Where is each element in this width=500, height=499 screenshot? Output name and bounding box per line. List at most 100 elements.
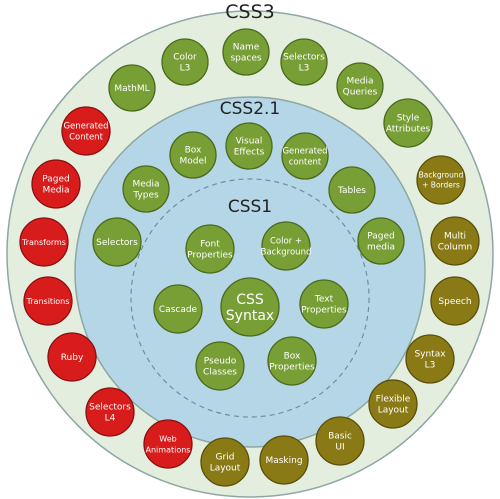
module-speech[interactable]: Speech [430,276,480,326]
css1-title: CSS1 [228,197,272,217]
module-css-syntax-label: Syntax [226,308,274,324]
module-ruby[interactable]: Ruby [47,332,97,382]
module-media-types-label: Types [132,191,159,201]
module-css-syntax-bubble[interactable] [220,277,280,337]
module-masking[interactable]: Masking [259,435,309,485]
module-font-properties-label: Font [200,240,220,250]
module-namespaces-bubble[interactable] [222,28,270,76]
module-transforms-bubble[interactable] [19,217,69,267]
module-text-properties-bubble[interactable] [299,279,349,329]
module-color-l3-bubble[interactable] [161,38,209,86]
module-cascade-label: Cascade [159,305,198,315]
module-basic-ui-bubble[interactable] [315,416,365,466]
module-grid-layout-bubble[interactable] [200,437,250,487]
module-transitions-bubble[interactable] [23,276,73,326]
module-color-background[interactable]: Color +Background [261,221,312,271]
module-pseudo-classes-bubble[interactable] [195,341,245,391]
module-visual-effects-label: Visual [236,137,263,147]
module-web-animations-label: Animations [146,445,191,454]
module-generated-content-21-bubble[interactable] [281,132,329,180]
module-ruby-bubble[interactable] [47,332,97,382]
module-mathml-bubble[interactable] [108,64,156,112]
module-generated-content-3-bubble[interactable] [61,106,111,156]
module-paged-media-21-label: media [367,243,395,253]
module-box-model-bubble[interactable] [169,131,217,179]
module-background-borders[interactable]: Background+ Borders [416,155,466,205]
module-transforms[interactable]: Transforms [19,217,69,267]
module-flexible-layout-bubble[interactable] [368,379,418,429]
module-box-properties-label: Properties [269,363,315,373]
module-selectors-l3-bubble[interactable] [280,38,328,86]
module-media-types-label: Media [132,180,159,190]
module-masking-bubble[interactable] [259,435,309,485]
css3-title: CSS3 [225,1,274,23]
module-visual-effects-bubble[interactable] [225,122,273,170]
module-font-properties-bubble[interactable] [185,224,235,274]
module-media-types-bubble[interactable] [122,165,170,213]
module-cascade-bubble[interactable] [153,284,203,334]
module-syntax-l3-label: Syntax [414,350,446,360]
module-speech-bubble[interactable] [430,276,480,326]
module-tables-label: Tables [337,186,366,196]
module-transitions[interactable]: Transitions [23,276,73,326]
module-masking-label: Masking [265,456,302,466]
module-selectors-l4-label: L4 [105,414,116,424]
module-selectors-l4-bubble[interactable] [85,387,135,437]
module-visual-effects-label: Effects [234,148,265,158]
module-style-attributes-label: Style [397,114,420,124]
module-syntax-l3-bubble[interactable] [405,334,455,384]
module-pseudo-classes-label: Pseudo [204,357,237,367]
module-tables-bubble[interactable] [328,166,376,214]
module-selectors-21[interactable]: Selectors [92,217,142,267]
module-tables[interactable]: Tables [328,166,376,214]
module-paged-media-21-bubble[interactable] [357,217,405,265]
module-generated-content-3-label: Generated [63,121,108,131]
module-cascade[interactable]: Cascade [153,284,203,334]
module-grid-layout-label: Grid [216,453,235,463]
css21-title: CSS2.1 [220,99,281,119]
module-text-properties-label: Text [314,295,334,305]
module-namespaces-label: Name [233,43,260,53]
module-multi-column-bubble[interactable] [430,216,480,266]
module-mathml[interactable]: MathML [108,64,156,112]
module-style-attributes-bubble[interactable] [383,98,433,148]
module-box-properties-bubble[interactable] [267,336,317,386]
module-paged-media-3-bubble[interactable] [31,159,81,209]
module-color-background-bubble[interactable] [261,221,311,271]
module-background-borders-bubble[interactable] [416,155,466,205]
module-selectors-21-bubble[interactable] [92,217,142,267]
module-media-queries-bubble[interactable] [336,62,384,110]
module-font-properties-label: Properties [187,251,233,261]
module-generated-content-21-label: Generated [282,146,327,156]
module-background-borders-label: Background [419,171,464,180]
module-color-background-label: Background [261,247,312,257]
module-web-animations-bubble[interactable] [143,419,193,469]
module-generated-content-21-label: content [289,157,322,167]
module-pseudo-classes-label: Classes [203,368,237,378]
